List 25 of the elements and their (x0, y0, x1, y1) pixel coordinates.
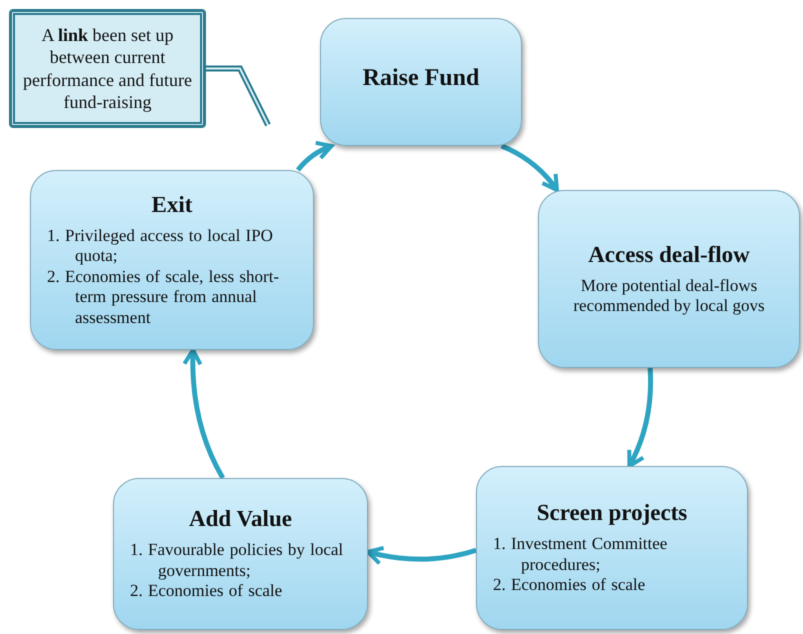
list-item: 1. Investment Committee procedures; (493, 534, 668, 576)
process-box (538, 190, 800, 368)
process-box (320, 18, 522, 146)
list-item: 1. Privileged access to local IPO quota; (47, 226, 274, 267)
arrow (296, 141, 334, 172)
callout-text: A link been set up between current performance and future fund-raising (23, 24, 192, 114)
arrow (626, 368, 654, 468)
step-title: Access deal-flow (588, 242, 750, 268)
list-item: 1. Favourable policies by local governments; (130, 540, 344, 582)
step-title: Screen projects (536, 500, 688, 526)
step-description: More potential deal-flows recommended by local govs (572, 276, 766, 316)
leader-line (205, 66, 271, 126)
process-box (476, 466, 748, 630)
step-title: Add Value (189, 506, 292, 532)
step-title: Raise Fund (362, 64, 480, 92)
callout-box (10, 10, 205, 127)
list-item: 2. Economies of scale (493, 575, 646, 596)
arrow (500, 144, 559, 192)
process-box (113, 478, 368, 630)
step-title: Exit (152, 192, 192, 218)
list-item: 2. Economies of scale (130, 581, 284, 602)
list-item: 2. Economies of scale, less short-term pressure from annual assessment (47, 266, 280, 328)
arrow (366, 546, 477, 566)
arrow (182, 348, 225, 480)
process-box (30, 170, 314, 350)
